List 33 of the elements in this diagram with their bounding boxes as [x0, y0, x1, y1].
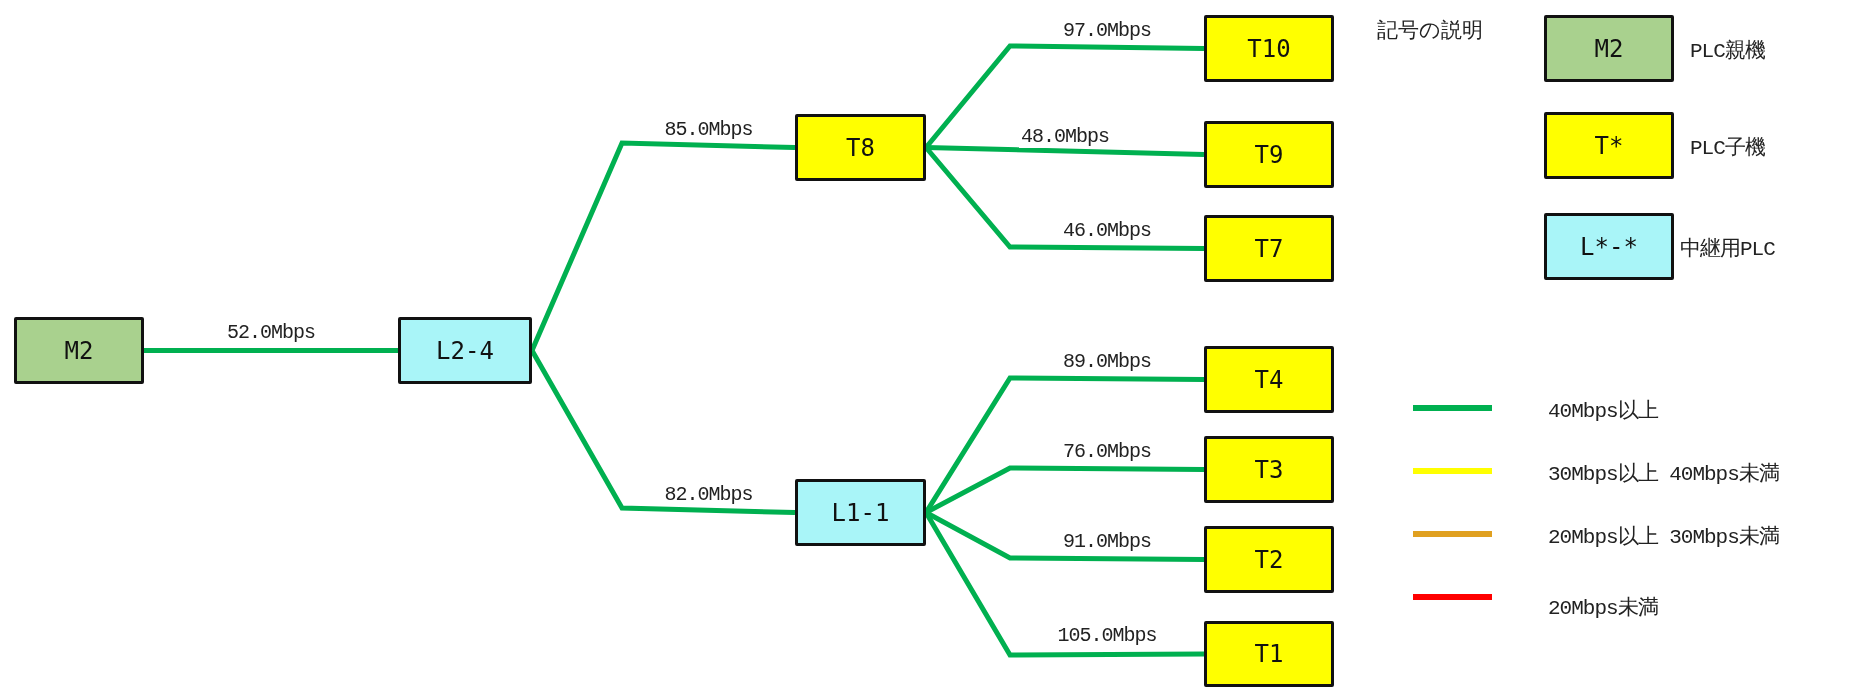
- device-box: T10: [1204, 15, 1334, 82]
- legend-description: PLC子機: [1690, 135, 1765, 161]
- legend-text: 40Mbps以上: [1548, 398, 1658, 424]
- device-box: L*-*: [1544, 213, 1674, 280]
- edge-label: 91.0Mbps: [1061, 529, 1153, 553]
- legend-description: PLC親機: [1690, 38, 1765, 64]
- device-box: T2: [1204, 526, 1334, 593]
- edge-label: 48.0Mbps: [1019, 124, 1111, 148]
- device-box: T3: [1204, 436, 1334, 503]
- edge-label: 46.0Mbps: [1061, 218, 1153, 242]
- edge-label: 76.0Mbps: [1061, 439, 1153, 463]
- legend-description: 中継用PLC: [1680, 236, 1775, 262]
- device-box: L2-4: [398, 317, 532, 384]
- device-box: T4: [1204, 346, 1334, 413]
- device-box: M2: [14, 317, 144, 384]
- connection-line: [144, 348, 398, 353]
- device-box: T1: [1204, 621, 1334, 687]
- device-box: T*: [1544, 112, 1674, 179]
- device-box: T8: [795, 114, 926, 181]
- legend-title: 記号の説明: [1377, 17, 1483, 44]
- legend-text: 20Mbps未満: [1548, 595, 1658, 621]
- device-box: T9: [1204, 121, 1334, 188]
- edge-label: 82.0Mbps: [662, 482, 755, 506]
- legend-text: 20Mbps以上 30Mbps未満: [1548, 524, 1779, 550]
- legend-text: 30Mbps以上 40Mbps未満: [1548, 461, 1779, 487]
- device-box: T7: [1204, 215, 1334, 282]
- device-box: M2: [1544, 15, 1674, 82]
- device-box: L1-1: [795, 479, 926, 546]
- edge-label: 89.0Mbps: [1061, 349, 1153, 373]
- edge-label: 105.0Mbps: [1055, 624, 1159, 647]
- edge-label: 52.0Mbps: [225, 320, 317, 344]
- edge-label: 97.0Mbps: [1061, 18, 1153, 42]
- edge-label: 85.0Mbps: [662, 117, 755, 141]
